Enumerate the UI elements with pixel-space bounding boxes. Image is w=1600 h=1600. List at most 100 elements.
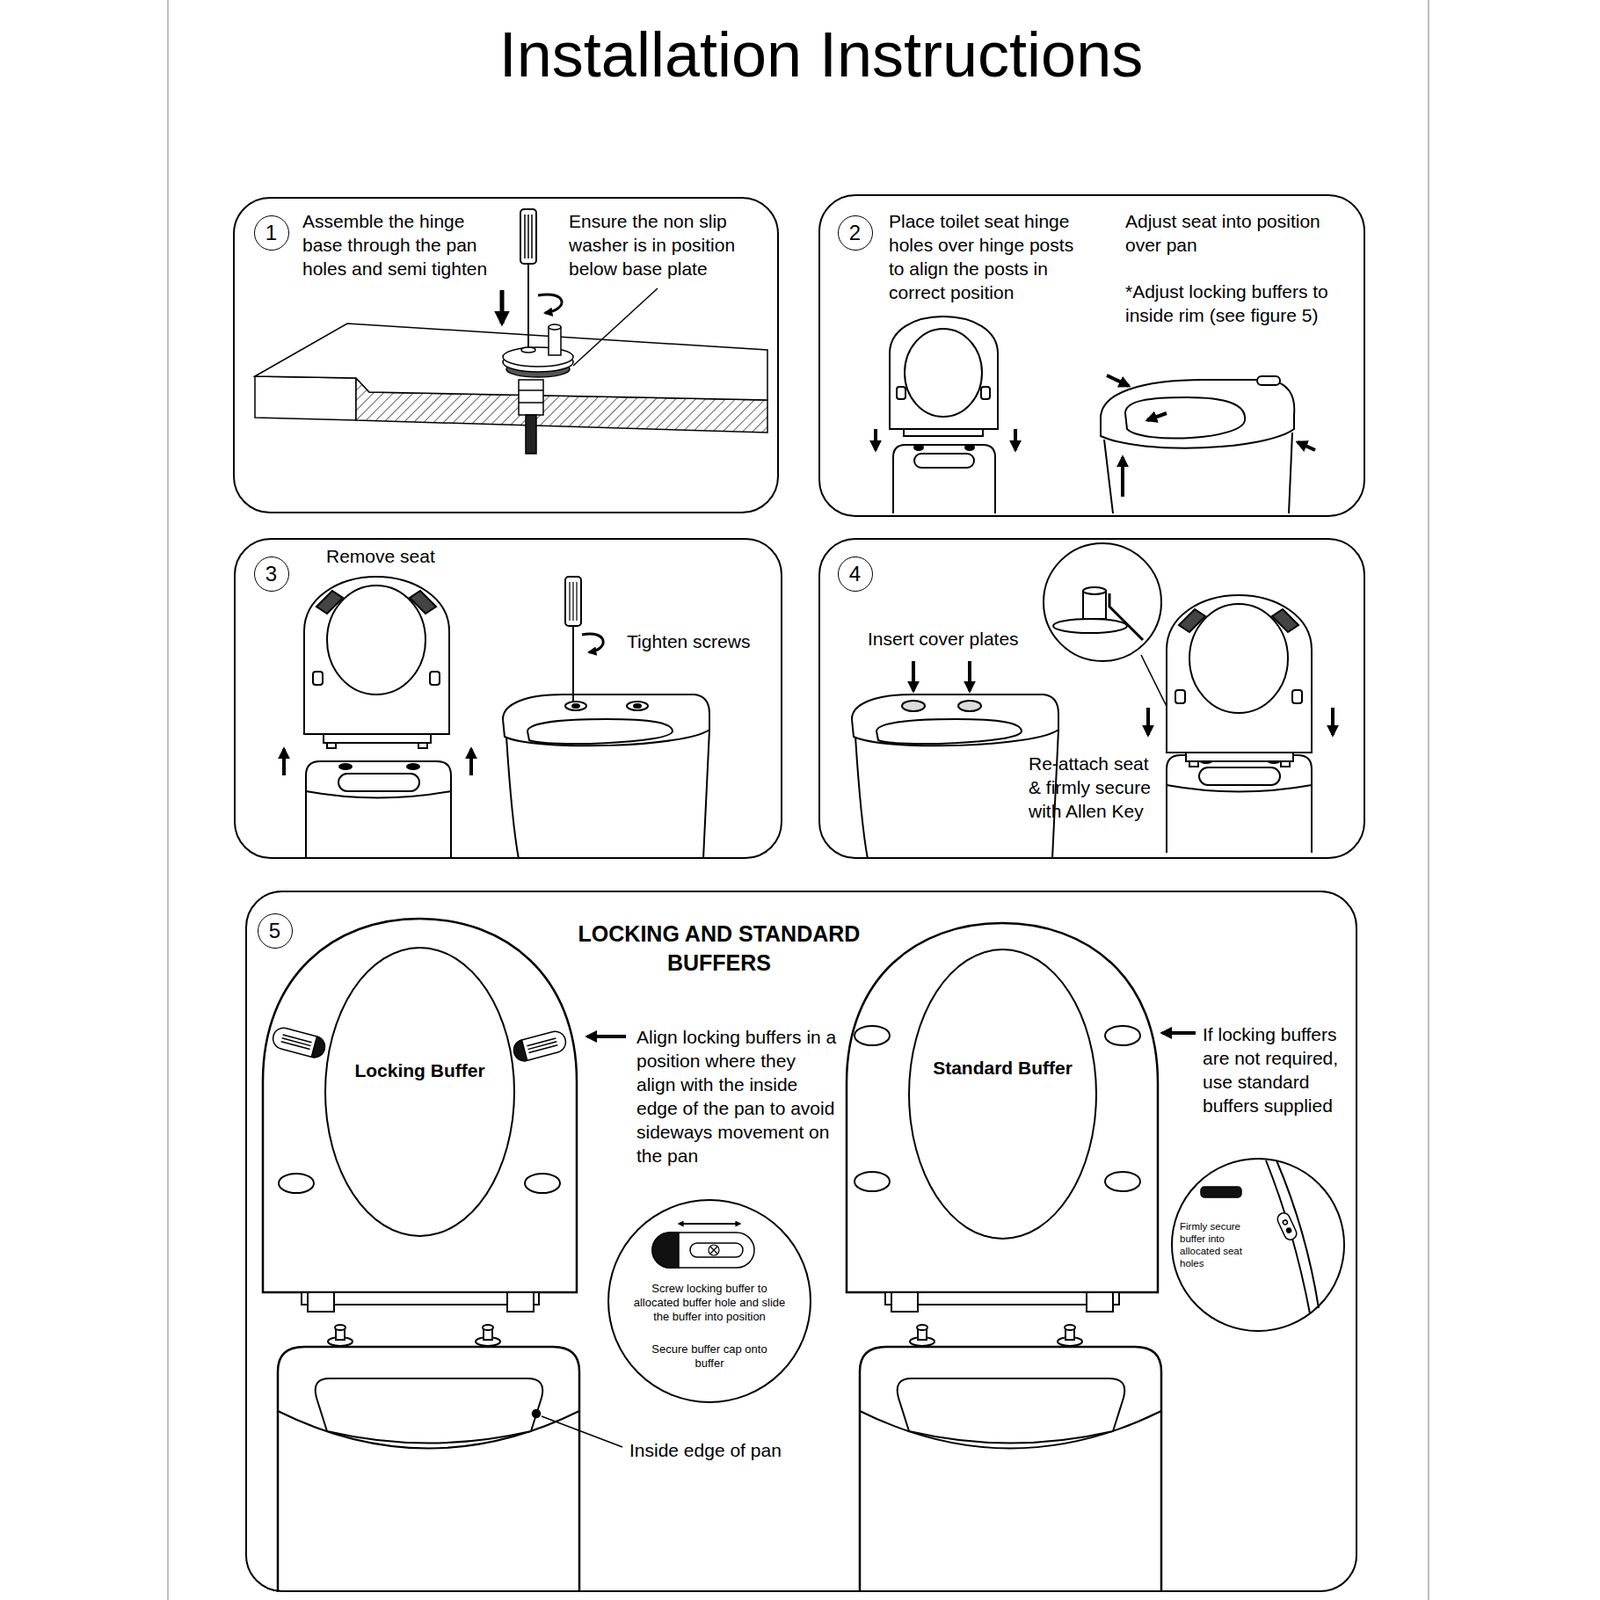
buffer-illustration xyxy=(710,1246,718,1254)
buffer-illustration xyxy=(587,1034,626,1039)
seat-removal-illustration xyxy=(418,742,428,749)
step-number-circle: 5 xyxy=(257,913,293,949)
callout-number: 3 xyxy=(254,557,288,590)
detail-circle: Firmly secure buffer into allocated seat… xyxy=(1170,1157,1346,1332)
seat-removal-illustration xyxy=(304,576,450,749)
buffer-illustration xyxy=(524,1173,560,1193)
seat-removal-illustration xyxy=(572,581,574,621)
seat-alignment-illustration xyxy=(1297,442,1316,451)
step-note: Ensure the non slip washer is in positio… xyxy=(568,209,756,281)
hinge-assembly-illustration xyxy=(518,379,544,415)
seat-removal-illustration xyxy=(312,671,323,685)
seat-alignment-illustration xyxy=(1120,457,1125,497)
seat-removal-illustration xyxy=(409,590,437,614)
seat-reattach-illustration xyxy=(1146,707,1150,735)
seat-removal-illustration xyxy=(469,749,473,776)
hinge-assembly-illustration xyxy=(523,214,526,259)
buffer-illustration xyxy=(1286,1227,1293,1234)
buffer-illustration xyxy=(652,1232,755,1268)
seat-alignment-illustration xyxy=(1100,379,1295,449)
hinge-assembly-illustration xyxy=(518,401,544,404)
buffer-illustration xyxy=(334,1324,346,1331)
buffer-illustration xyxy=(859,1324,1162,1593)
buffer-illustration xyxy=(281,1041,311,1050)
buffer-illustration xyxy=(315,1378,544,1444)
buffer-illustration xyxy=(277,1324,580,1593)
seat-reattach-illustration xyxy=(851,694,1059,859)
buffer-illustration xyxy=(652,1232,679,1268)
seat-reattach-illustration xyxy=(1053,618,1128,633)
step-instruction: Remove seat xyxy=(326,544,502,568)
buffer-illustration xyxy=(532,1410,540,1418)
seat-removal-illustration xyxy=(304,576,450,735)
step-instruction: Adjust seat into position over pan xyxy=(1125,209,1353,257)
buffer-illustration xyxy=(541,1416,623,1448)
step-instruction: Assemble the hinge base through the pan … xyxy=(302,209,507,281)
seat-removal-illustration xyxy=(407,763,420,770)
buffer-illustration xyxy=(885,1292,1120,1305)
seat-reattach-illustration xyxy=(851,543,1333,859)
hinge-assembly-illustration xyxy=(527,263,530,349)
seat-alignment-illustration xyxy=(903,429,983,437)
buffer-illustration xyxy=(311,1036,328,1060)
hinge-assembly-illustration xyxy=(573,288,658,366)
buffer-illustration xyxy=(270,1025,328,1061)
step-instruction: Insert cover plates xyxy=(867,626,1044,651)
detail-note: Firmly secure buffer into allocated seat… xyxy=(1179,1220,1251,1270)
seat-reattach-illustration xyxy=(911,661,916,691)
seat-reattach-illustration xyxy=(958,700,982,712)
step-number-circle: 2 xyxy=(837,215,873,251)
step-number-circle: 1 xyxy=(254,215,290,251)
section-heading: LOCKING AND STANDARD BUFFERS xyxy=(552,919,887,978)
step-note: *Adjust locking buffers to inside rim (s… xyxy=(1125,279,1353,328)
seat-alignment-illustration xyxy=(914,453,975,468)
step-note: Align locking buffers in a position wher… xyxy=(636,1025,839,1168)
buffer-illustration xyxy=(278,1173,314,1193)
buffer-illustration xyxy=(277,1346,580,1593)
buffer-illustration xyxy=(1275,1211,1299,1243)
step-panel: LOCKING AND STANDARD BUFFERS Align lockin… xyxy=(245,890,1358,1593)
seat-lid-opening: Locking Buffer xyxy=(324,946,516,1237)
seat-reattach-illustration xyxy=(1109,593,1143,640)
seat-alignment-illustration xyxy=(889,316,998,430)
buffer-illustration xyxy=(1275,1211,1299,1243)
page-title: Installation Instructions xyxy=(381,18,1261,92)
buffer-illustration xyxy=(307,1292,335,1312)
hinge-assembly-illustration xyxy=(500,290,505,324)
step-instruction: Place toilet seat hinge holes over hinge… xyxy=(888,209,1093,305)
seat-removal-illustration xyxy=(327,742,336,749)
seat-removal-illustration xyxy=(506,729,710,859)
step-panel: Assemble the hinge base through the pan … xyxy=(232,196,779,514)
buffer-illustration xyxy=(846,923,1158,1293)
seat-removal-illustration xyxy=(572,704,580,708)
seat-removal-illustration xyxy=(305,761,451,859)
seat-removal-illustration xyxy=(565,701,587,711)
buffer-illustration xyxy=(891,1292,918,1312)
seat-alignment-illustration xyxy=(1125,397,1245,439)
buffer-illustration xyxy=(511,1040,528,1063)
seat-removal-illustration xyxy=(633,704,641,708)
seat-removal-illustration xyxy=(572,625,575,702)
seat-removal-illustration xyxy=(339,763,352,770)
step-panel: Place toilet seat hinge holes over hinge… xyxy=(818,194,1366,517)
buffer-illustration xyxy=(270,1025,328,1061)
hinge-assembly-illustration xyxy=(518,389,544,392)
seat-reattach-illustration xyxy=(901,700,925,712)
seat-removal-illustration xyxy=(338,773,420,792)
seat-alignment-illustration xyxy=(981,386,990,400)
seat-removal-illustration xyxy=(283,576,710,859)
hinge-assembly-illustration xyxy=(530,214,533,259)
buffer-illustration xyxy=(1276,1160,1319,1309)
leader-label: Inside edge of pan xyxy=(629,1438,823,1462)
buffer-illustration xyxy=(1282,1219,1289,1226)
seat-alignment-illustration xyxy=(965,444,975,451)
hinge-assembly-illustration xyxy=(254,376,357,421)
seat-alignment-illustration xyxy=(904,328,982,417)
seat-removal-illustration xyxy=(581,633,604,653)
seat-reattach-illustration xyxy=(1166,755,1312,853)
seat-alignment-illustration xyxy=(914,444,924,451)
seat-alignment-illustration xyxy=(1013,429,1018,451)
seat-alignment-illustration xyxy=(1257,376,1280,386)
step-instruction: Re-attach seat & firmly secure with Alle… xyxy=(1028,751,1166,823)
